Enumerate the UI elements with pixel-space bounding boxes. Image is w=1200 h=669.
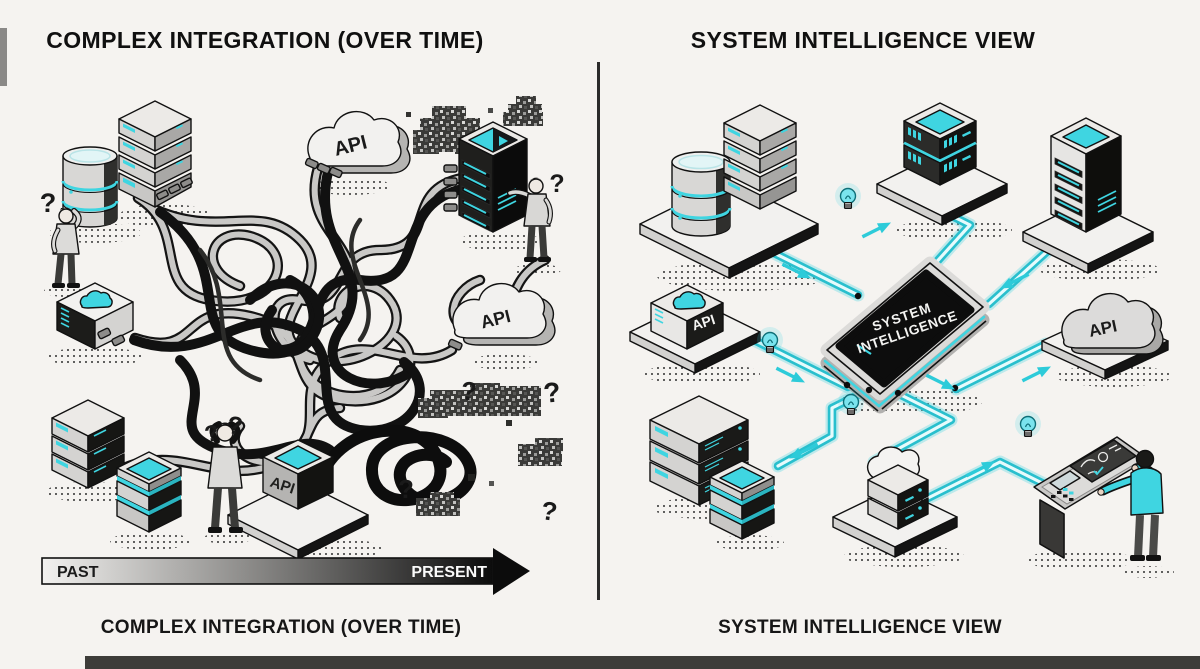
right-database-cylinder <box>670 151 732 237</box>
cube-stack <box>116 451 182 533</box>
question-mark: ? <box>40 188 57 218</box>
timeline-past-label: PAST <box>57 564 99 581</box>
pixel-cloud-bottom <box>416 383 563 516</box>
scattered-question-marks: ? ? ? ? <box>398 375 562 527</box>
right-cube-stack <box>709 460 775 540</box>
platform-api-box: API <box>629 284 761 374</box>
question-mark: ? <box>549 170 564 198</box>
timeline-present-label: PRESENT <box>411 564 487 581</box>
operator-person <box>1097 449 1164 561</box>
platform-compute-unit <box>876 102 1008 226</box>
left-caption: COMPLEX INTEGRATION (OVER TIME) <box>100 617 462 638</box>
server-stack-bottom <box>51 399 125 489</box>
bulb-icon <box>1014 410 1042 438</box>
bulb-icon <box>834 182 862 210</box>
bottom-strip <box>85 656 1200 669</box>
person-despair: ? ? <box>202 411 245 533</box>
question-mark: ? <box>226 411 245 441</box>
timeline-arrow: PAST PRESENT <box>41 548 530 595</box>
svg-text:?: ? <box>539 495 559 527</box>
left-illustration: API <box>40 96 565 595</box>
svg-text:?: ? <box>398 474 414 504</box>
bulb-icon <box>837 388 865 416</box>
api-cloud-mid: API <box>447 282 556 351</box>
svg-text:?: ? <box>459 375 478 406</box>
api-cube: API <box>227 439 369 560</box>
api-box-label: API <box>690 311 717 333</box>
panel-divider <box>597 62 600 600</box>
server-tower-dark <box>443 121 528 233</box>
platform-cloud-server <box>832 446 958 558</box>
edge-artifact <box>0 28 7 86</box>
left-title: COMPLEX INTEGRATION (OVER TIME) <box>46 27 484 53</box>
control-console <box>1033 436 1149 559</box>
platform-api-cloud: API <box>1041 292 1169 380</box>
person-confused-right: ? <box>507 170 565 262</box>
person-confused-left: ? <box>40 188 82 288</box>
system-intelligence-hub: SYSTEM INTELLIGENCE <box>820 256 990 414</box>
right-caption: SYSTEM INTELLIGENCE VIEW <box>718 617 1002 638</box>
question-mark: ? <box>202 419 220 447</box>
cloud-connector-box <box>56 282 134 350</box>
svg-text:?: ? <box>542 376 562 409</box>
right-illustration: API SYSTEM INTELLIGENCE <box>629 102 1174 578</box>
platform-tower <box>1022 117 1154 274</box>
api-cube-label: API <box>268 474 297 498</box>
bulb-icon <box>756 326 784 354</box>
server-stack-top <box>118 100 193 208</box>
platform-database-servers <box>639 104 819 279</box>
right-server-stack <box>723 104 797 210</box>
pixel-cloud-small <box>503 96 543 126</box>
right-title: SYSTEM INTELLIGENCE VIEW <box>690 27 1036 53</box>
api-cloud-top: API <box>304 110 411 179</box>
